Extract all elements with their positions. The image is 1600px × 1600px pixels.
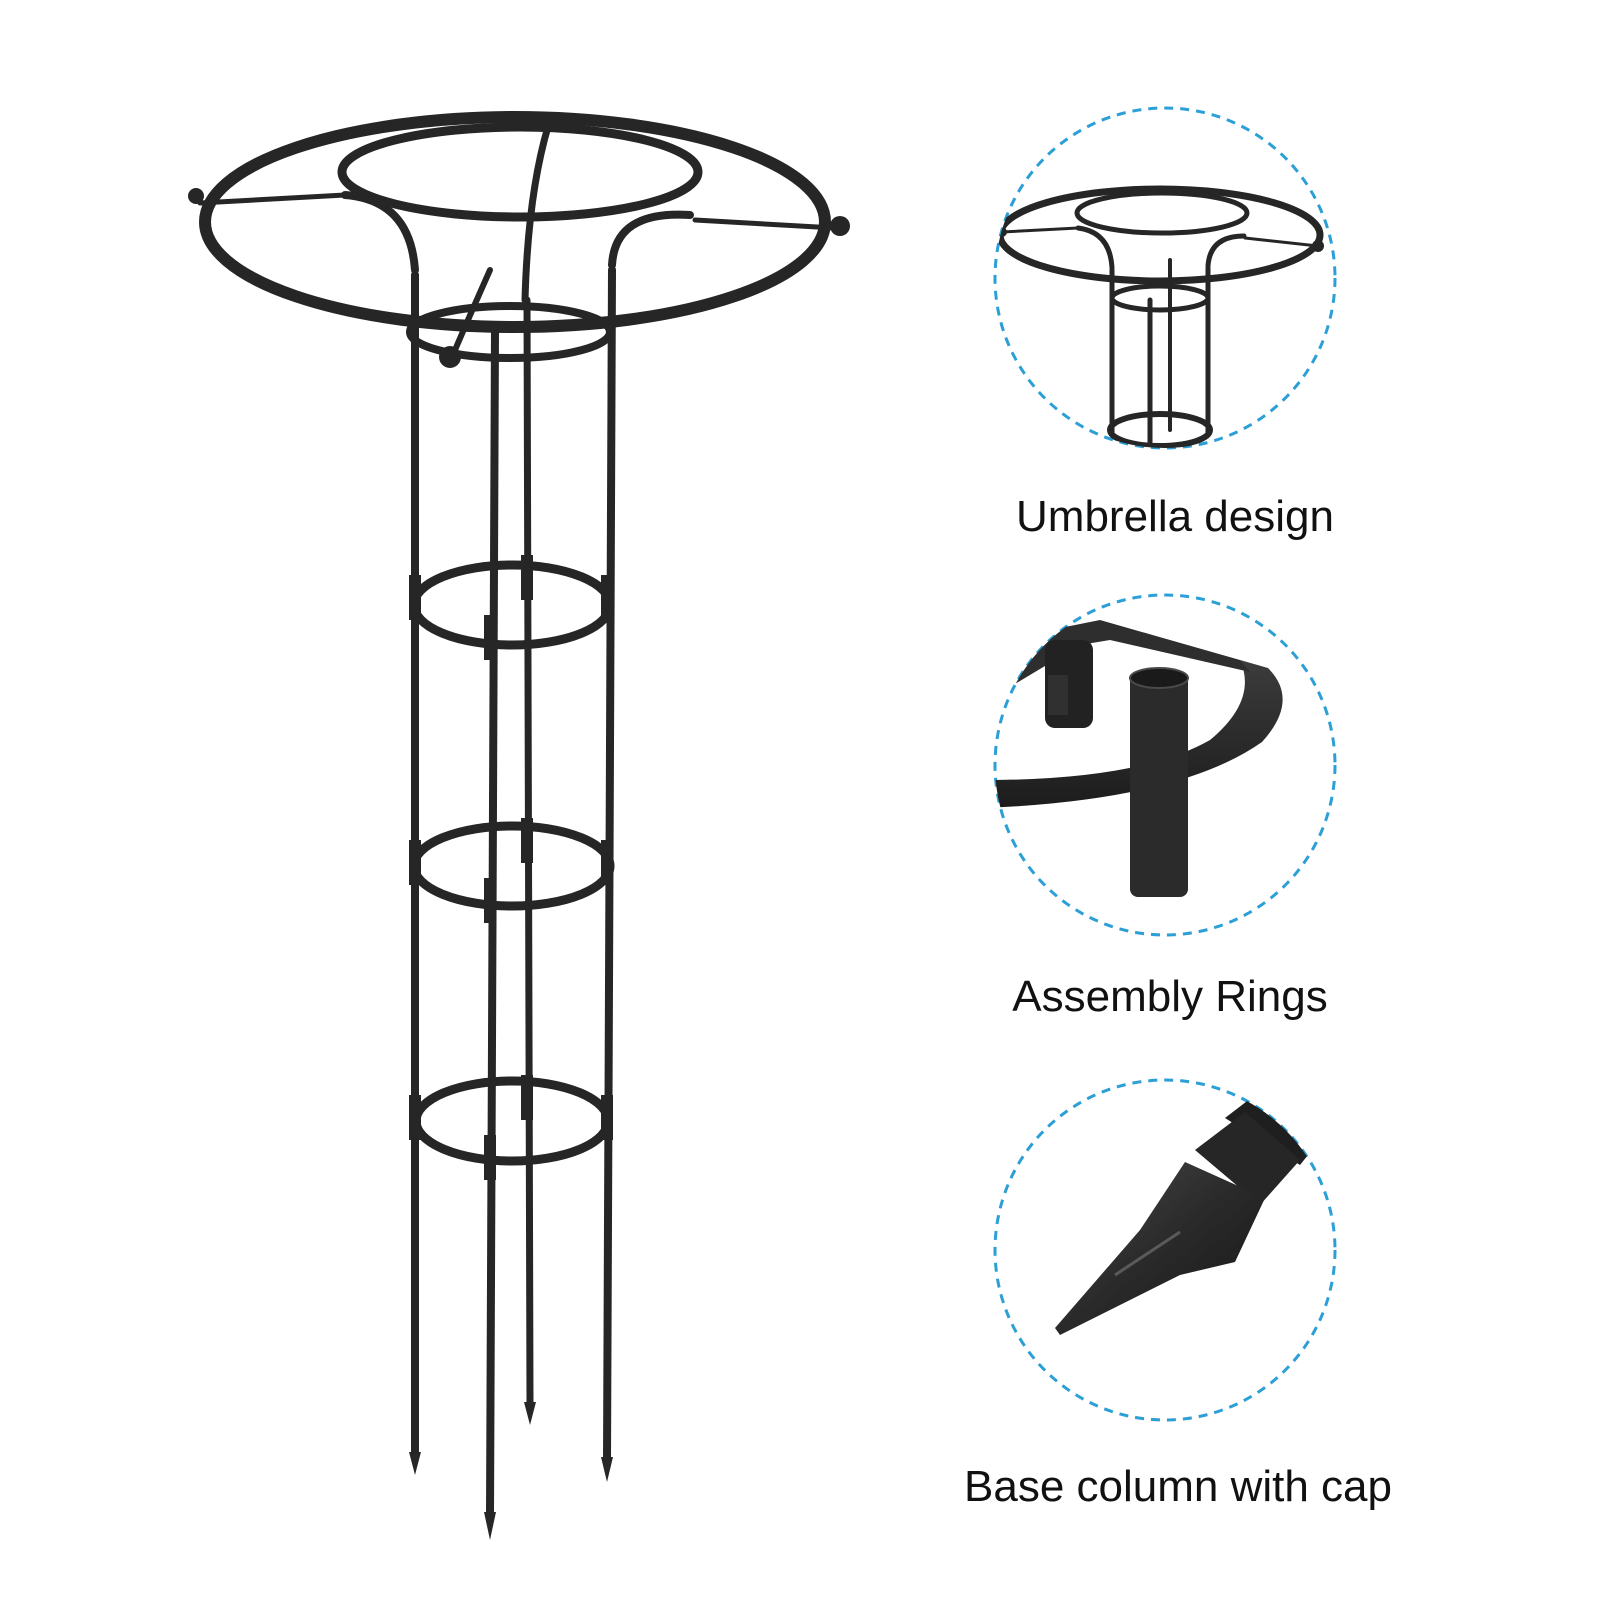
detail-base-cap	[993, 1078, 1337, 1422]
caption-base-column: Base column with cap	[964, 1462, 1392, 1511]
outer-umbrella-ring	[199, 111, 831, 333]
assembly-ring	[409, 560, 615, 650]
caption-umbrella-design: Umbrella design	[1016, 492, 1334, 541]
detail-umbrella	[993, 106, 1337, 450]
assembly-ring	[411, 1076, 613, 1166]
detail-assembly-rings	[993, 593, 1337, 937]
trellis-details	[188, 188, 850, 1540]
assembly-ring	[409, 821, 615, 911]
plant-trellis	[197, 111, 838, 1519]
inner-umbrella-ring	[337, 122, 703, 222]
caption-assembly-rings: Assembly Rings	[1012, 972, 1328, 1021]
